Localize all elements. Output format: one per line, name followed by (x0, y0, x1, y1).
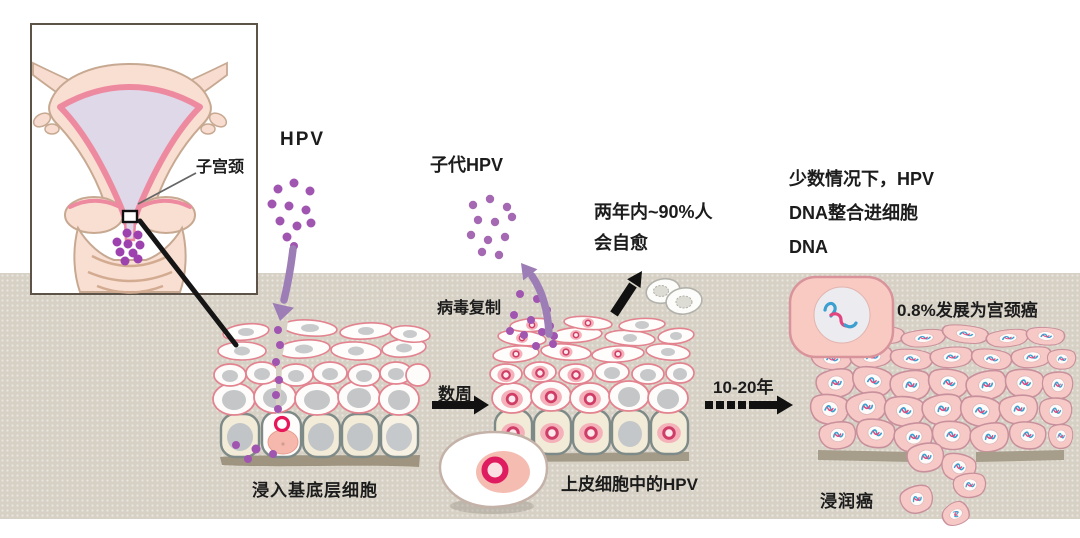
uterus-inset: 子宫颈 (30, 23, 258, 295)
basal-layer (219, 410, 420, 459)
epithelium-stage2-tissue (489, 315, 695, 462)
healing-line1: 两年内~90%人 (594, 202, 713, 222)
infected-basal-cell (260, 410, 303, 459)
cancer-tissue (807, 321, 1077, 531)
integration-line2: DNA整合进细胞 (789, 203, 918, 223)
virus-replication-label: 病毒复制 (437, 300, 502, 317)
hpv-dots-basal (232, 441, 277, 463)
hpv-label: HPV (280, 129, 326, 150)
invading-cells (896, 440, 988, 531)
invasive-carcinoma-label: 浸润癌 (820, 492, 874, 511)
healing-line2: 会自愈 (594, 233, 648, 253)
cancer-percent-label: 0.8%发展为宫颈癌 (897, 301, 1038, 320)
cancer-cells (807, 321, 1077, 456)
superficial-layer (217, 319, 431, 361)
basal-layer (493, 408, 690, 456)
basement-membrane (220, 455, 420, 467)
epithelium-stage1-tissue (212, 319, 431, 467)
cervix-label: 子宫颈 (196, 157, 244, 176)
integration-line3: DNA (789, 237, 828, 257)
stage1-caption: 浸入基底层细胞 (252, 481, 378, 500)
hpv-dots-in-crack (272, 326, 284, 413)
progeny-hpv-label: 子代HPV (430, 155, 504, 175)
basement-membrane (818, 450, 912, 462)
progeny-hpv-dots (466, 194, 517, 260)
years-label: 10-20年 (713, 378, 774, 397)
integration-line1: 少数情况下，HPV (789, 169, 935, 189)
cervix-pointer-line (137, 172, 197, 205)
hpv-episome-ring (273, 415, 291, 433)
integration-text: 少数情况下，HPV DNA整合进细胞 DNA (789, 162, 934, 264)
weeks-label: 数周 (438, 385, 472, 404)
healing-text: 两年内~90%人 会自愈 (594, 197, 713, 259)
cervix-sample-box (121, 209, 139, 224)
stage2-caption: 上皮细胞中的HPV (561, 475, 698, 494)
hpv-virus-dots (267, 178, 316, 250)
